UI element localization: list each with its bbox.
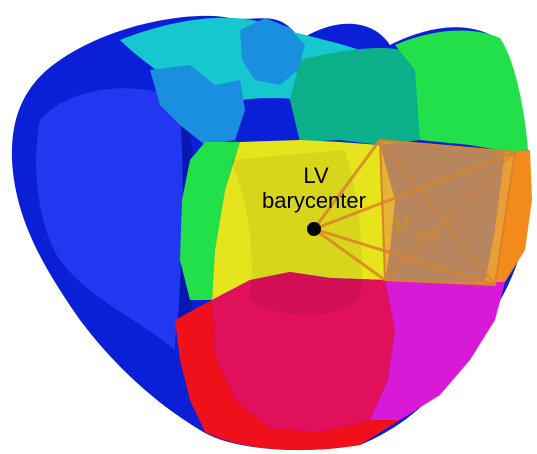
diagonal-1 bbox=[379, 139, 496, 286]
vreg-diagonals bbox=[379, 139, 516, 286]
ray-1 bbox=[312, 139, 382, 230]
shading bbox=[230, 150, 362, 315]
vreg-label-sub: reg bbox=[417, 225, 440, 242]
left-lobe-inner bbox=[36, 88, 190, 350]
green-segment-left bbox=[180, 142, 240, 300]
sky-segment-left bbox=[150, 65, 245, 145]
sky-segment-top bbox=[240, 18, 305, 85]
crimson-segment bbox=[212, 272, 395, 432]
magenta-segment bbox=[370, 280, 505, 420]
teal-segment bbox=[290, 48, 420, 145]
green-segment-right bbox=[395, 30, 528, 153]
barycenter-point bbox=[307, 222, 321, 236]
ray-2 bbox=[313, 150, 516, 231]
lv-label-line2: barycenter bbox=[262, 188, 366, 213]
ray-3 bbox=[313, 227, 496, 287]
vreg-label-main: V bbox=[392, 210, 412, 240]
vreg-label: V reg bbox=[392, 210, 440, 242]
ray-4 bbox=[313, 227, 386, 282]
lv-label-line1: LV bbox=[303, 163, 329, 188]
diagonal-2 bbox=[384, 151, 516, 281]
barycenter-rays bbox=[312, 139, 516, 287]
red-segment bbox=[175, 300, 400, 451]
